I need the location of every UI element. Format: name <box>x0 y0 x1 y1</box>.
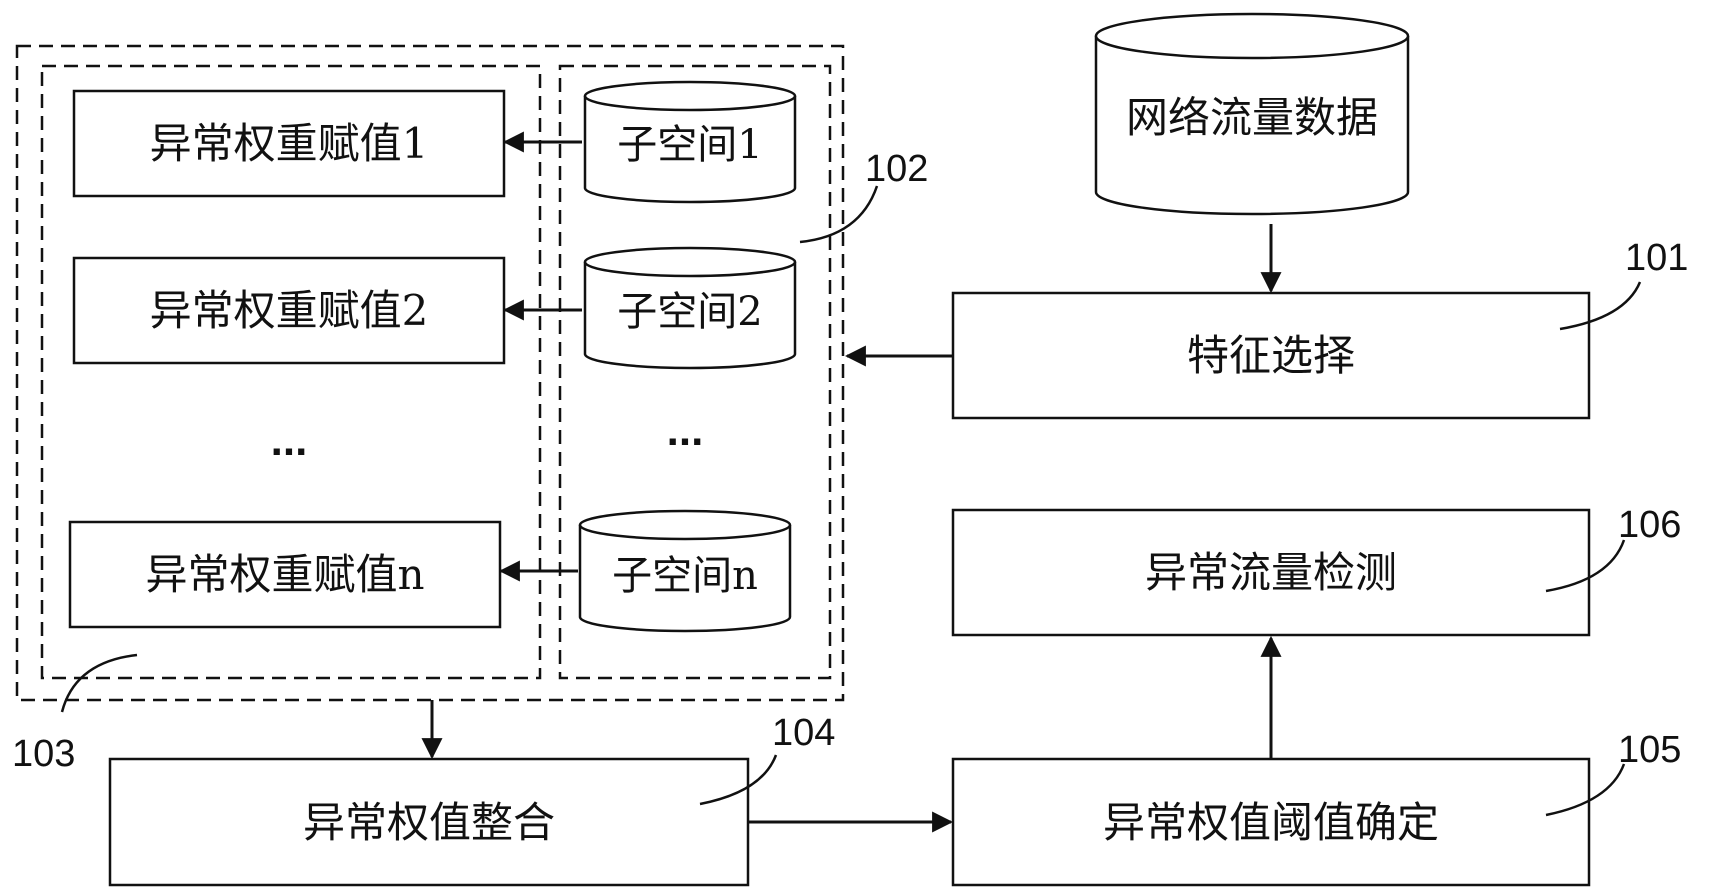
network-traffic-label: 网络流量数据 <box>1126 93 1378 142</box>
subspace-label-2: 子空间2 <box>617 289 762 335</box>
ref-103: 103 <box>12 733 75 775</box>
subspace-cylinder-n: 子空间n <box>580 511 790 631</box>
subspace-cylinder-1: 子空间1 <box>585 82 795 202</box>
ref-101: 101 <box>1625 237 1688 279</box>
leader-103 <box>62 655 137 712</box>
ref-105: 105 <box>1618 729 1681 771</box>
leader-102 <box>800 186 877 242</box>
feature-selection-box: 特征选择 <box>953 293 1589 418</box>
threshold-label: 异常权值阈值确定 <box>1103 798 1439 847</box>
subspace-label-1: 子空间1 <box>617 122 762 168</box>
weight-ellipsis: ... <box>271 416 308 465</box>
feature-selection-label: 特征选择 <box>1187 331 1355 380</box>
network-traffic-cylinder: 网络流量数据 <box>1096 14 1408 214</box>
ref-106: 106 <box>1618 504 1681 546</box>
weight-box-1: 异常权重赋值1 <box>74 91 504 196</box>
weight-box-2: 异常权重赋值2 <box>74 258 504 363</box>
threshold-box: 异常权值阈值确定 <box>953 759 1589 885</box>
subspace-ellipsis: ... <box>667 406 704 455</box>
anomaly-detection-label: 异常流量检测 <box>1145 548 1397 597</box>
anomaly-detection-box: 异常流量检测 <box>953 510 1589 635</box>
ref-102: 102 <box>865 148 928 190</box>
subspace-label-n: 子空间n <box>612 553 758 599</box>
weight-integration-label: 异常权值整合 <box>303 798 555 847</box>
weight-box-n: 异常权重赋值n <box>70 522 500 627</box>
weight-label-1: 异常权重赋值1 <box>150 119 429 168</box>
weight-label-2: 异常权重赋值2 <box>150 286 429 335</box>
weight-label-n: 异常权重赋值n <box>145 550 424 599</box>
subspace-cylinder-2: 子空间2 <box>585 248 795 368</box>
weight-integration-box: 异常权值整合 <box>110 759 748 885</box>
ref-104: 104 <box>772 712 835 754</box>
